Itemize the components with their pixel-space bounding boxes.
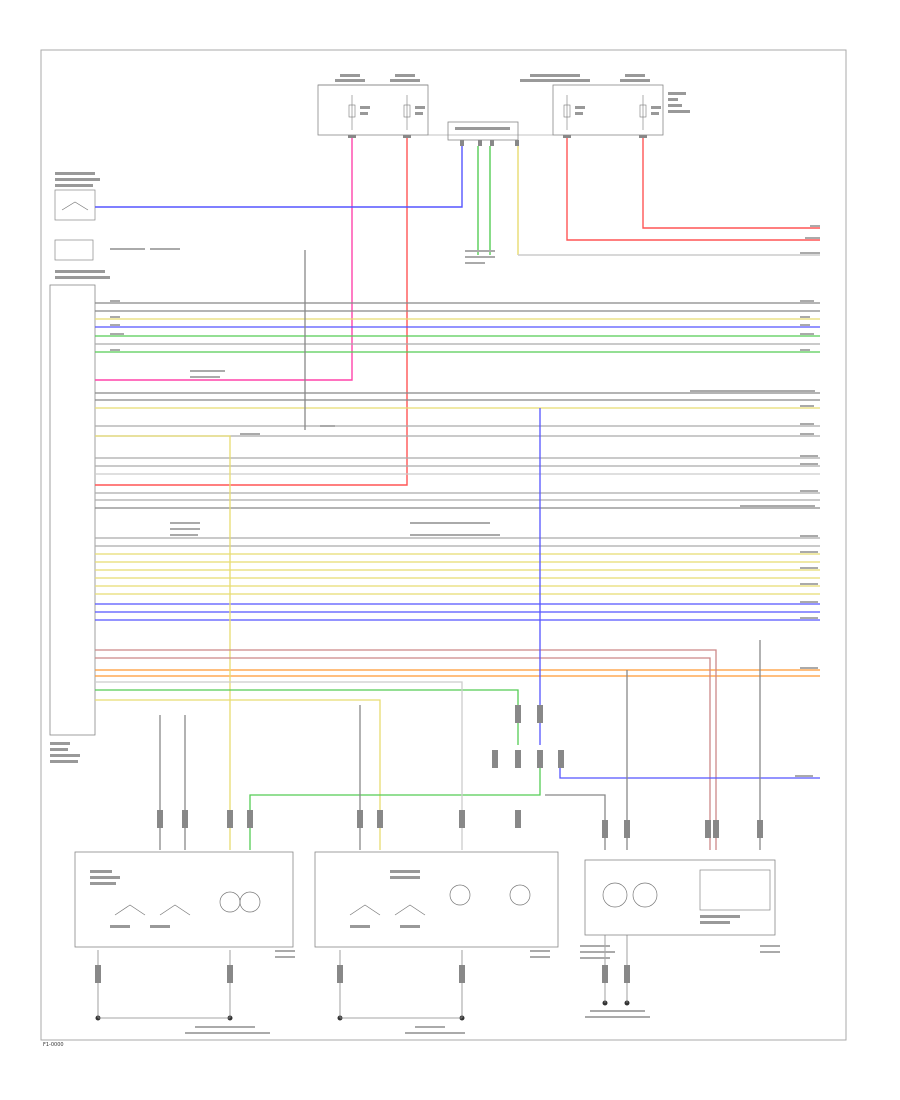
fuse-symbol-2 [403,95,411,130]
component-drop-wires [95,250,820,850]
headlamp-right [314,851,559,948]
fuse-symbol-4 [639,95,647,130]
diagram-frame [40,49,847,1041]
fuse-pins [348,135,647,146]
wire-red-feed [95,138,408,486]
fuse-block [317,74,690,146]
ground-lines [97,935,628,1019]
lighting-control-module [49,284,96,736]
wire-red-right-1 [566,138,820,241]
fuse-box-left [317,84,429,136]
lighting-switch-module [54,172,100,221]
wire-blue-feed [95,146,463,208]
headlamp-left [74,851,294,948]
wire-pink-feed [95,138,353,381]
connector-pins [95,705,763,983]
vertical-feed-wires [95,138,820,486]
ground-points [95,1000,630,1021]
fuse-box-right [552,84,664,136]
wire-label-marks [110,225,820,1034]
fuse-symbol-1 [348,95,356,130]
wire-red-right-2 [642,138,820,229]
light-switch-connector [54,239,110,279]
fuse-labels [335,74,690,130]
footer-code: F1-0000 [43,1042,64,1048]
fuse-symbol-3 [563,95,571,130]
relay-box [447,121,519,141]
horizontal-wire-bundle [95,302,820,677]
rear-component [584,859,776,936]
module-label [50,742,80,763]
